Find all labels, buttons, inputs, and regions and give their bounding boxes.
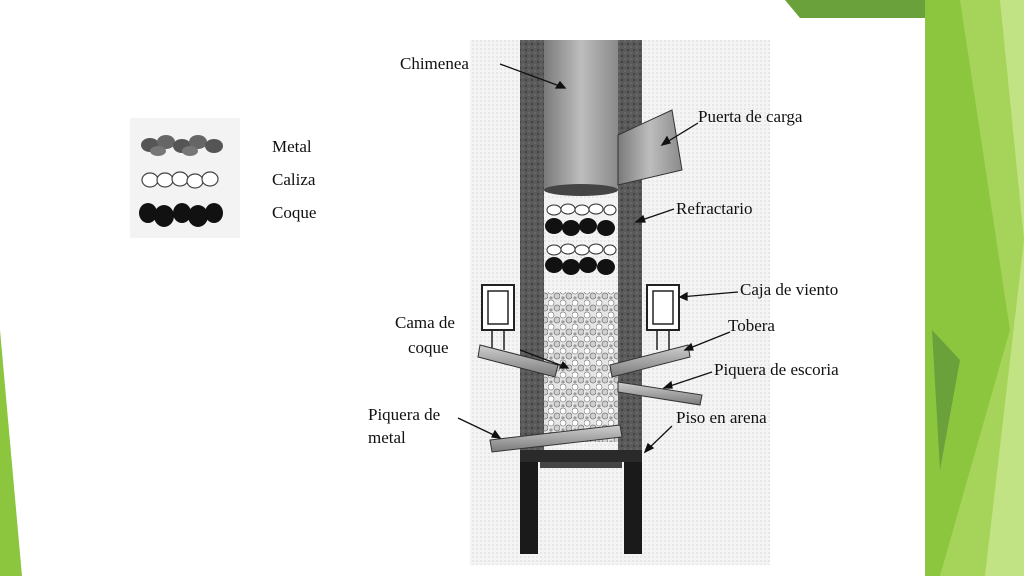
chimney [544,40,618,190]
wind-box-left [481,284,515,350]
label-chimenea: Chimenea [400,54,469,73]
tuyere-left [477,344,559,378]
legend-label-coque: Coque [272,203,317,222]
tuyere-right [609,344,691,378]
label-metal: metal [368,428,406,447]
charge-layer-2 [545,243,617,275]
wind-box-right [646,284,680,350]
leader-arrows [457,63,739,454]
refractory-wall-right [618,40,642,460]
legend-swatches [130,118,240,238]
label-refractario: Refractario [676,199,753,218]
legend-caliza-swatch [141,171,219,189]
charge-door [617,109,683,186]
furnace-leg-right [624,462,642,554]
charge-layer-1 [544,200,618,236]
green-band-top [785,0,925,18]
green-sliver-mid [932,330,960,470]
green-triangle-left [0,330,22,576]
metal-tap [489,424,623,453]
sand-floor [520,450,642,462]
furnace-leg-left [520,462,538,554]
legend-label-metal: Metal [272,137,312,156]
label-coque: coque [408,338,449,357]
label-piso-en-arena: Piso en arena [676,408,767,427]
legend-metal-swatch [141,135,223,156]
label-caja-de-viento: Caja de viento [740,280,839,299]
cupola-furnace-diagram [457,40,770,565]
label-piquera-de: Piquera de [368,405,441,424]
slag-tap [617,381,703,406]
label-puerta-de-carga: Puerta de carga [698,107,803,126]
legend-coque-swatch [139,203,223,227]
refractory-wall-left [520,40,544,460]
legend-label-caliza: Caliza [272,170,316,189]
green-panel-highlight [985,0,1024,576]
label-piquera-de-escoria: Piquera de escoria [714,360,839,379]
label-cama-de: Cama de [395,313,455,332]
label-tobera: Tobera [728,316,775,335]
